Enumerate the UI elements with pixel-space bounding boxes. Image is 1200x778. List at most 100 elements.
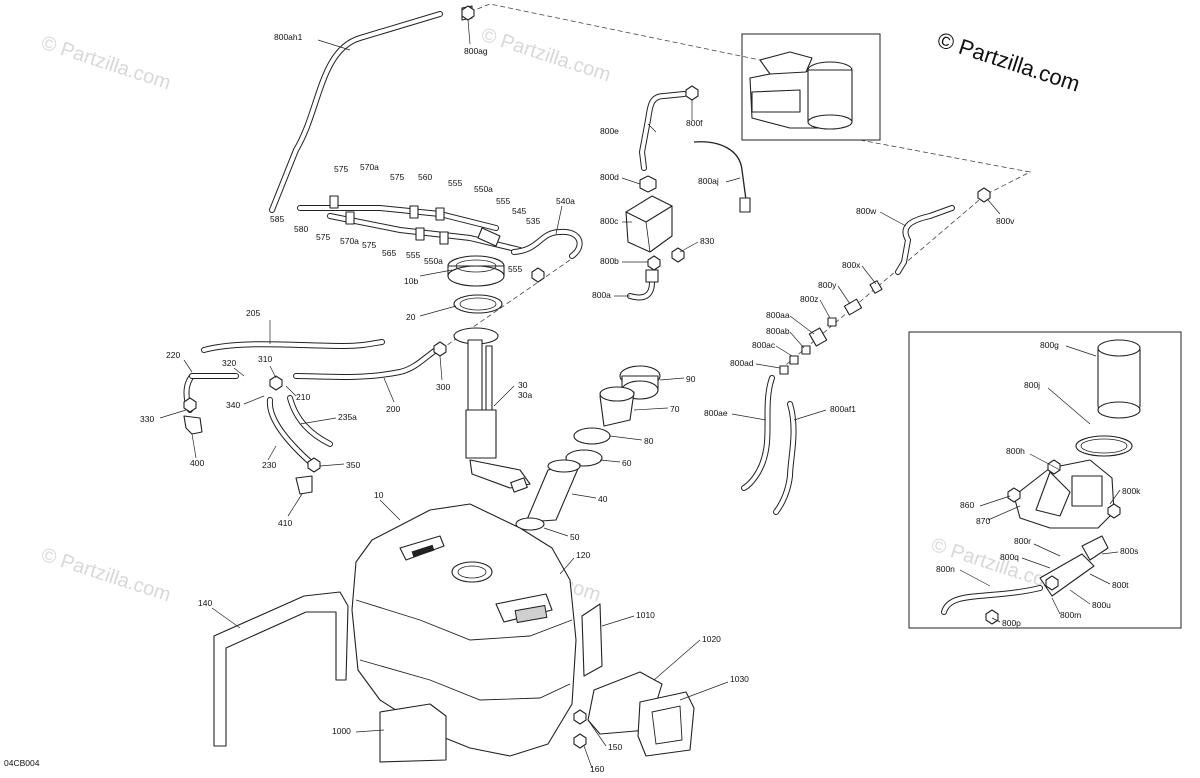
- callout-800aa[interactable]: 800aa: [766, 310, 790, 320]
- callout-1010[interactable]: 1010: [636, 610, 655, 620]
- hose-235a[interactable]: [287, 395, 333, 447]
- hose-800e[interactable]: [638, 91, 687, 171]
- callout-800e[interactable]: 800e: [600, 126, 619, 136]
- callout-800v[interactable]: 800v: [996, 216, 1015, 226]
- callout-800u[interactable]: 800u: [1092, 600, 1111, 610]
- callout-555-d[interactable]: 555: [508, 264, 522, 274]
- callout-80[interactable]: 80: [644, 436, 654, 446]
- callout-550a-b[interactable]: 550a: [424, 256, 443, 266]
- callout-120[interactable]: 120: [576, 550, 590, 560]
- elbow-410[interactable]: [295, 475, 313, 495]
- fuel-pump-30[interactable]: [453, 327, 531, 493]
- lock-ring-10b[interactable]: [447, 255, 505, 287]
- callout-800b[interactable]: 800b: [600, 256, 619, 266]
- callout-870[interactable]: 870: [976, 516, 990, 526]
- callout-330[interactable]: 330: [140, 414, 154, 424]
- fittings-800x-800ad[interactable]: [779, 280, 883, 375]
- callout-800ac[interactable]: 800ac: [752, 340, 776, 350]
- filter-800c[interactable]: [625, 195, 673, 253]
- callout-800d[interactable]: 800d: [600, 172, 619, 182]
- shield-1030[interactable]: [637, 691, 695, 757]
- hose-230[interactable]: [266, 397, 313, 465]
- callout-1020[interactable]: 1020: [702, 634, 721, 644]
- callout-800w[interactable]: 800w: [856, 206, 877, 216]
- shield-1010[interactable]: [581, 603, 603, 677]
- callout-800g[interactable]: 800g: [1040, 340, 1059, 350]
- callout-555-b[interactable]: 555: [496, 196, 510, 206]
- callout-575-d[interactable]: 575: [362, 240, 376, 250]
- callout-205[interactable]: 205: [246, 308, 260, 318]
- callout-800aj[interactable]: 800aj: [698, 176, 719, 186]
- callout-150[interactable]: 150: [608, 742, 622, 752]
- callout-1000[interactable]: 1000: [332, 726, 351, 736]
- callout-350[interactable]: 350: [346, 460, 360, 470]
- callout-210[interactable]: 210: [296, 392, 310, 402]
- vent-hose-540a[interactable]: [511, 228, 583, 259]
- callout-550a-a[interactable]: 550a: [474, 184, 493, 194]
- callout-800h[interactable]: 800h: [1006, 446, 1025, 456]
- callout-800ae[interactable]: 800ae: [704, 408, 728, 418]
- callout-580[interactable]: 580: [294, 224, 308, 234]
- callout-585[interactable]: 585: [270, 214, 284, 224]
- nuts-150-160[interactable]: [573, 709, 587, 749]
- callout-560[interactable]: 560: [418, 172, 432, 182]
- callout-800ag[interactable]: 800ag: [464, 46, 488, 56]
- callout-800z[interactable]: 800z: [800, 294, 818, 304]
- gasket-20[interactable]: [453, 294, 503, 314]
- callout-565[interactable]: 565: [382, 248, 396, 258]
- callout-60[interactable]: 60: [622, 458, 632, 468]
- callout-800ab[interactable]: 800ab: [766, 326, 790, 336]
- callout-555-a[interactable]: 555: [448, 178, 462, 188]
- callout-400[interactable]: 400: [190, 458, 204, 468]
- callout-830[interactable]: 830: [700, 236, 714, 246]
- callout-800c[interactable]: 800c: [600, 216, 619, 226]
- callout-800f[interactable]: 800f: [686, 118, 703, 128]
- strap-140[interactable]: [213, 591, 349, 747]
- callout-800y[interactable]: 800y: [818, 280, 837, 290]
- callout-570a-a[interactable]: 570a: [360, 162, 379, 172]
- heat-shield-1000[interactable]: [379, 703, 447, 763]
- callout-20[interactable]: 20: [406, 312, 416, 322]
- callout-575-a[interactable]: 575: [334, 164, 348, 174]
- callout-320[interactable]: 320: [222, 358, 236, 368]
- callout-800m[interactable]: 800m: [1060, 610, 1081, 620]
- callout-220[interactable]: 220: [166, 350, 180, 360]
- filler-neck-70[interactable]: [599, 386, 635, 427]
- ring-800j[interactable]: [1075, 435, 1133, 457]
- pump-body-800h[interactable]: [1013, 459, 1115, 529]
- callout-40[interactable]: 40: [598, 494, 608, 504]
- clamp-50[interactable]: [515, 517, 545, 531]
- callout-310[interactable]: 310: [258, 354, 272, 364]
- vent-line-upper[interactable]: [297, 195, 523, 253]
- harness-800aj[interactable]: [693, 141, 751, 213]
- callout-800p[interactable]: 800p: [1002, 618, 1021, 628]
- hose-800af1[interactable]: [773, 401, 797, 515]
- callout-235a[interactable]: 235a: [338, 412, 357, 422]
- callout-800s[interactable]: 800s: [1120, 546, 1138, 556]
- callout-575-b[interactable]: 575: [390, 172, 404, 182]
- clamp-80[interactable]: [573, 427, 611, 445]
- callout-140[interactable]: 140: [198, 598, 212, 608]
- callout-340[interactable]: 340: [226, 400, 240, 410]
- callout-800r[interactable]: 800r: [1014, 536, 1031, 546]
- canister-800g[interactable]: [1097, 339, 1141, 419]
- callout-540a[interactable]: 540a: [556, 196, 575, 206]
- callout-1030[interactable]: 1030: [730, 674, 749, 684]
- callout-535[interactable]: 535: [526, 216, 540, 226]
- callout-800k[interactable]: 800k: [1122, 486, 1141, 496]
- elbow-800a[interactable]: [627, 269, 659, 301]
- callout-90[interactable]: 90: [686, 374, 696, 384]
- callout-800n[interactable]: 800n: [936, 564, 955, 574]
- callout-555-c[interactable]: 555: [406, 250, 420, 260]
- callout-300[interactable]: 300: [436, 382, 450, 392]
- callout-230[interactable]: 230: [262, 460, 276, 470]
- callout-800ad[interactable]: 800ad: [730, 358, 754, 368]
- callout-800t[interactable]: 800t: [1112, 580, 1129, 590]
- hose-800w[interactable]: [895, 205, 955, 275]
- callout-800af1[interactable]: 800af1: [830, 404, 856, 414]
- callout-410[interactable]: 410: [278, 518, 292, 528]
- callout-30[interactable]: 30: [518, 380, 528, 390]
- callout-570a-b[interactable]: 570a: [340, 236, 359, 246]
- hose-800ae[interactable]: [741, 375, 775, 491]
- elbow-400[interactable]: [183, 415, 203, 435]
